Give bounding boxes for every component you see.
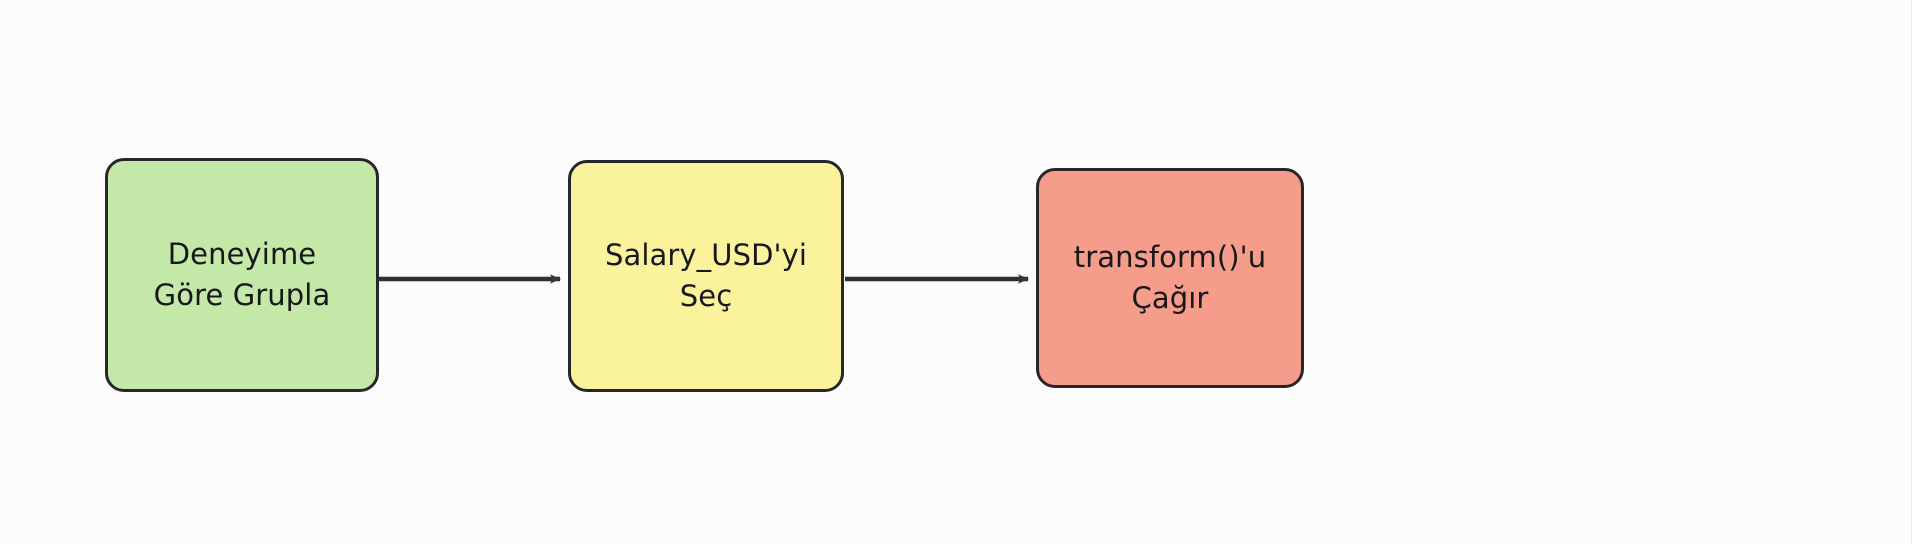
flow-node-label: transform()'u Çağır (1073, 239, 1267, 315)
flow-node-label: Deneyime Göre Grupla (153, 236, 331, 312)
flow-node-call-transform[interactable]: transform()'u Çağır (1036, 168, 1304, 388)
flow-node-group-by-experience[interactable]: Deneyime Göre Grupla (105, 158, 379, 392)
flow-node-label: Salary_USD'yi Seç (604, 237, 808, 313)
flow-node-select-salary-usd[interactable]: Salary_USD'yi Seç (568, 160, 844, 392)
